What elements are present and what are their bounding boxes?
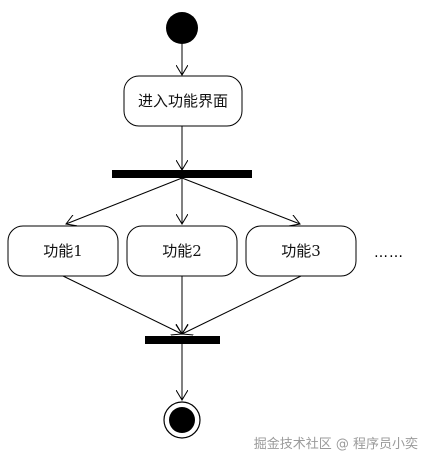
initial-node [166, 12, 198, 44]
action-function-3: 功能3 [245, 225, 357, 277]
watermark: 掘金技术社区 @ 程序员小奕 [253, 437, 418, 452]
edge-fork-to-func1 [66, 177, 183, 224]
action-enter-label: 进入功能界面 [138, 92, 228, 110]
action-function-2: 功能2 [126, 225, 238, 277]
action-enter-function-interface: 进入功能界面 [123, 75, 243, 127]
final-node [163, 401, 201, 439]
action-function-2-label: 功能2 [162, 242, 202, 260]
fork-bar [112, 170, 252, 178]
action-function-3-label: 功能3 [281, 242, 321, 260]
action-function-1: 功能1 [7, 225, 119, 277]
more-functions-ellipsis: …… [374, 245, 404, 261]
edge-func1-to-join [62, 275, 182, 334]
edge-fork-to-func3 [181, 177, 300, 224]
join-bar [145, 336, 220, 344]
edge-func3-to-join [182, 275, 302, 334]
action-function-1-label: 功能1 [43, 242, 83, 260]
